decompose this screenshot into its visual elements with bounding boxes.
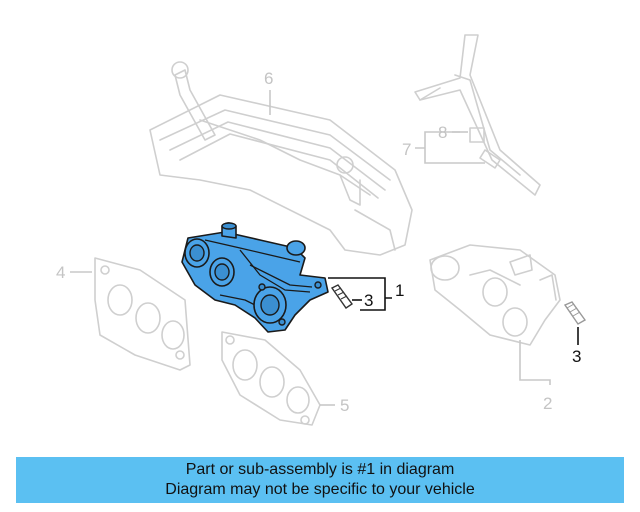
stud-right (563, 301, 587, 325)
stud-left (330, 284, 353, 309)
leader-lines (70, 90, 579, 406)
callout-2: 2 (543, 394, 552, 413)
exhaust-manifold-2 (429, 244, 561, 346)
callout-8: 8 (438, 123, 447, 142)
callout-1: 1 (395, 281, 404, 300)
gasket-5 (221, 331, 321, 426)
callout-3-left: 3 (364, 291, 373, 310)
exhaust-manifold-highlighted (181, 222, 329, 333)
callout-4: 4 (56, 263, 65, 282)
callout-3-right: 3 (572, 347, 581, 366)
callout-7: 7 (402, 140, 411, 159)
callout-6: 6 (264, 69, 273, 88)
info-banner: Part or sub-assembly is #1 in diagram Di… (16, 457, 624, 503)
parts-diagram: 6 8 7 4 5 2 1 3 3 (56, 34, 587, 426)
heat-shield-upper (149, 61, 413, 256)
banner-line-1: Part or sub-assembly is #1 in diagram (185, 461, 455, 478)
banner-line-2: Diagram may not be specific to your vehi… (165, 481, 475, 498)
gasket-4 (94, 257, 191, 371)
callout-5: 5 (340, 396, 349, 415)
bracket-assembly (414, 34, 541, 196)
